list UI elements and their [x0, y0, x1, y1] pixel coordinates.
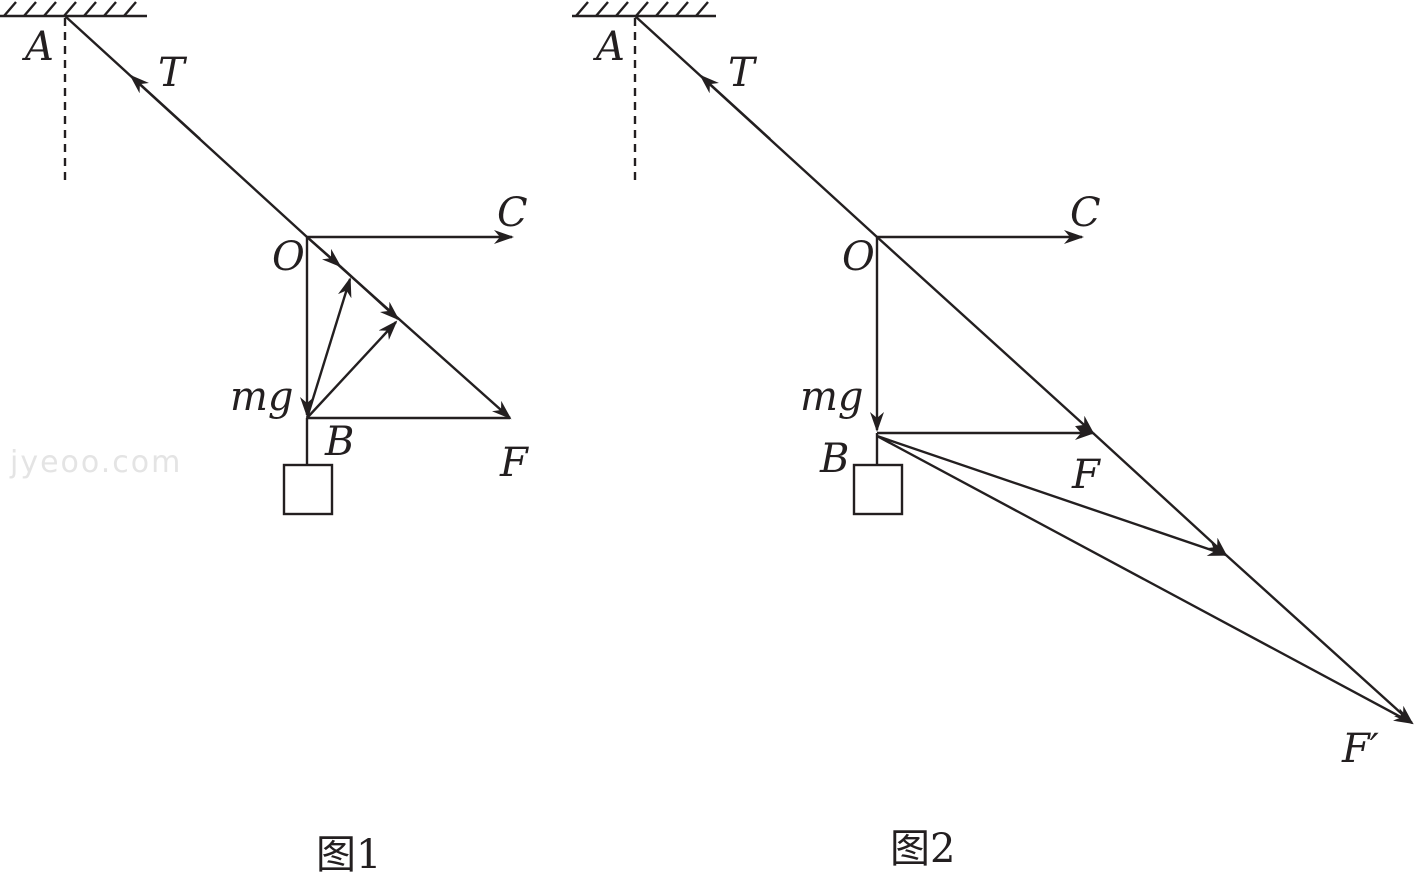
watermark-text: jyeoo.com: [9, 445, 182, 480]
label-a-2: A: [592, 24, 625, 70]
label-a-1: A: [21, 24, 54, 70]
extension-arrow-1: [306, 236, 342, 268]
label-f-prime-2: F′: [1341, 726, 1379, 772]
tension-arrow-1: [129, 74, 201, 140]
extension-line-2c: [1225, 554, 1414, 725]
hanging-block-1: [282, 463, 334, 516]
candidate-force-perpendicular-1: [306, 320, 398, 419]
label-b-1: B: [324, 419, 354, 465]
extension-arrow-2: [339, 265, 400, 321]
figure-2: A T C O mg B F F′ 图2: [572, 1, 1414, 872]
candidate-force-steep-1: [305, 277, 352, 419]
hanging-block-2: [852, 463, 904, 516]
caption-figure-1: 图1: [316, 832, 381, 878]
figure-1: A T C O mg B F 图1: [0, 1, 529, 878]
tension-arrow-2: [699, 74, 771, 140]
label-t-1: T: [158, 50, 188, 96]
label-t-2: T: [728, 50, 758, 96]
force-f-prime-2: [876, 434, 1414, 725]
caption-figure-2: 图2: [890, 826, 955, 872]
label-f-1: F: [499, 440, 529, 486]
label-f-2: F: [1071, 452, 1101, 498]
label-o-1: O: [272, 234, 305, 280]
label-mg-1: mg: [230, 374, 294, 420]
extension-line-2a: [876, 236, 1095, 435]
extension-line-2b: [1092, 432, 1228, 557]
label-mg-2: mg: [800, 374, 864, 420]
ceiling-1: [0, 1, 147, 18]
label-c-1: C: [497, 190, 528, 236]
label-b-2: B: [819, 436, 849, 482]
label-o-2: O: [842, 234, 875, 280]
ceiling-2: [572, 1, 716, 18]
force-middle-2: [876, 434, 1228, 557]
label-c-2: C: [1070, 190, 1101, 236]
